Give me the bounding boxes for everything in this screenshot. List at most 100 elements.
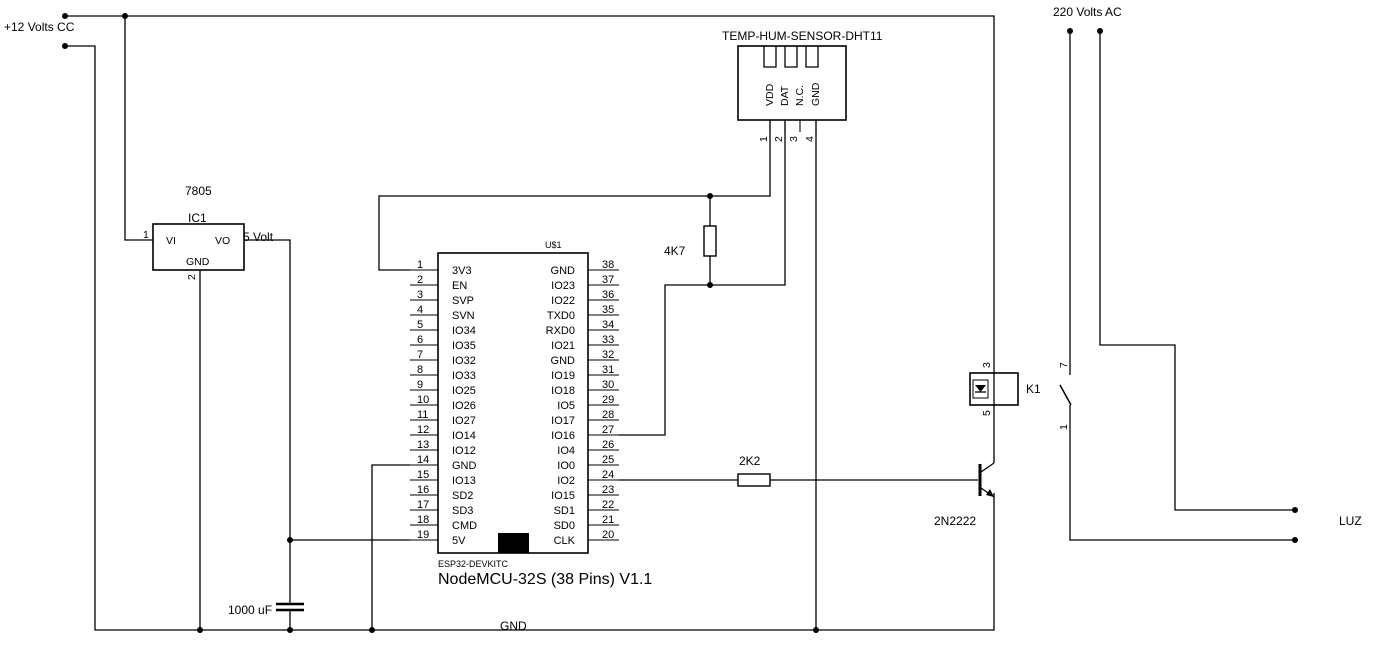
capacitor-value: 1000 uF	[228, 603, 272, 617]
mcu-pin-number: 3	[417, 289, 423, 301]
mcu-pin-number: 17	[417, 499, 429, 511]
mcu-usb-connector	[498, 533, 529, 553]
mcu-pin-name: IO0	[557, 460, 575, 472]
mcu-pin-number: 34	[602, 319, 614, 331]
wire-12v-rail	[65, 15, 995, 370]
junction	[707, 282, 713, 288]
sensor-pin-num: 3	[788, 136, 800, 142]
mcu-pin-number: 29	[602, 394, 614, 406]
sensor-pin-nc: N.C.	[794, 85, 806, 106]
mcu-ref: U$1	[545, 240, 562, 250]
sensor-pin-vdd: VDD	[764, 83, 776, 106]
wire-ac-to-load-2	[1099, 31, 1293, 511]
relay-pin5: 5	[981, 410, 993, 416]
regulator-gnd: GND	[186, 256, 210, 268]
relay-diode-box	[972, 379, 989, 399]
mcu-pin-number: 37	[602, 274, 614, 286]
mcu-pin-number: 35	[602, 304, 614, 316]
relay-pin7: 7	[1058, 362, 1070, 368]
ac-input: 220 Volts AC	[1053, 5, 1122, 34]
mcu-pin-number: 20	[602, 529, 614, 541]
mcu-pin-number: 15	[417, 469, 429, 481]
mcu-pin-number: 10	[417, 394, 429, 406]
relay: 3 5 K1 7 1	[969, 362, 1072, 430]
relay-pin1: 1	[1058, 424, 1070, 430]
mcu-pin-name: SD0	[554, 520, 575, 532]
regulator-pin1: 1	[143, 229, 149, 241]
mcu-pin-name: SD3	[452, 505, 473, 517]
mcu-pin-name: IO13	[452, 475, 476, 487]
mcu-pin-name: IO34	[452, 325, 476, 337]
base-resistor-value: 2K2	[739, 454, 761, 468]
load-output: LUZ	[1292, 507, 1362, 543]
regulator-out-label: 5 Volt	[243, 230, 274, 244]
relay-switch-contact	[1059, 384, 1072, 406]
base-resistor-body	[737, 473, 771, 487]
mcu-pin-name: 5V	[452, 535, 466, 547]
mcu-pin-name: IO25	[452, 385, 476, 397]
sensor-pins: VDD DAT N.C. GND 1 2 3 4	[758, 46, 822, 142]
mcu-pin-name: CMD	[452, 520, 477, 532]
voltage-regulator: 7805 IC1 VI VO GND 1 2 5 Volt	[143, 184, 274, 280]
mcu-pin-number: 19	[417, 529, 429, 541]
mcu-pin-name: IO23	[551, 280, 575, 292]
mcu-pin-name: IO5	[557, 400, 575, 412]
transistor-emitter-arrow	[986, 489, 994, 497]
mcu-right-pins: 38GND37IO2336IO2235TXD034RXD033IO2132GND…	[546, 259, 619, 547]
ac-input-label: 220 Volts AC	[1053, 5, 1122, 19]
junction	[287, 537, 293, 543]
dc-input: +12 Volts CC	[4, 13, 75, 49]
mcu-pin-name: IO32	[452, 355, 476, 367]
npn-transistor: 2N2222	[934, 418, 995, 528]
pullup-resistor-body	[703, 225, 717, 257]
sensor-pin-num: 1	[758, 136, 770, 142]
mcu-pin-name: IO16	[551, 430, 575, 442]
junction	[369, 627, 375, 633]
capacitor: 1000 uF	[228, 602, 304, 617]
pullup-resistor-value: 4K7	[664, 244, 686, 258]
sensor-grille	[784, 46, 798, 68]
mcu-pin-number: 1	[417, 259, 423, 271]
junction	[122, 13, 128, 19]
mcu-pin-number: 27	[602, 424, 614, 436]
sensor-pin-dat: DAT	[779, 85, 791, 106]
mcu-pin-number: 8	[417, 364, 423, 376]
mcu-pin-number: 13	[417, 439, 429, 451]
dc-input-label: +12 Volts CC	[4, 20, 75, 34]
regulator-name: IC1	[188, 211, 207, 225]
wires	[65, 15, 1293, 631]
mcu-pin-number: 22	[602, 499, 614, 511]
mcu-pin-name: IO26	[452, 400, 476, 412]
sensor-grille	[805, 46, 819, 68]
mcu-pin-number: 5	[417, 319, 423, 331]
mcu-pin-name: IO12	[452, 445, 476, 457]
regulator-part: 7805	[185, 184, 212, 198]
mcu-pin-left: 19 5V	[410, 529, 466, 547]
mcu-pin-number: 31	[602, 364, 614, 376]
wire-data-to-io16	[619, 120, 786, 436]
mcu-pin-name: SD1	[554, 505, 575, 517]
sensor-pin-gnd: GND	[810, 82, 822, 106]
mcu-pin-number: 33	[602, 334, 614, 346]
mcu-pin-number: 21	[602, 514, 614, 526]
mcu-pin-name: IO33	[452, 370, 476, 382]
wire-5v-out	[244, 239, 291, 605]
wire-3v3-to-vdd	[378, 120, 771, 271]
mcu-pin-number: 6	[417, 334, 423, 346]
